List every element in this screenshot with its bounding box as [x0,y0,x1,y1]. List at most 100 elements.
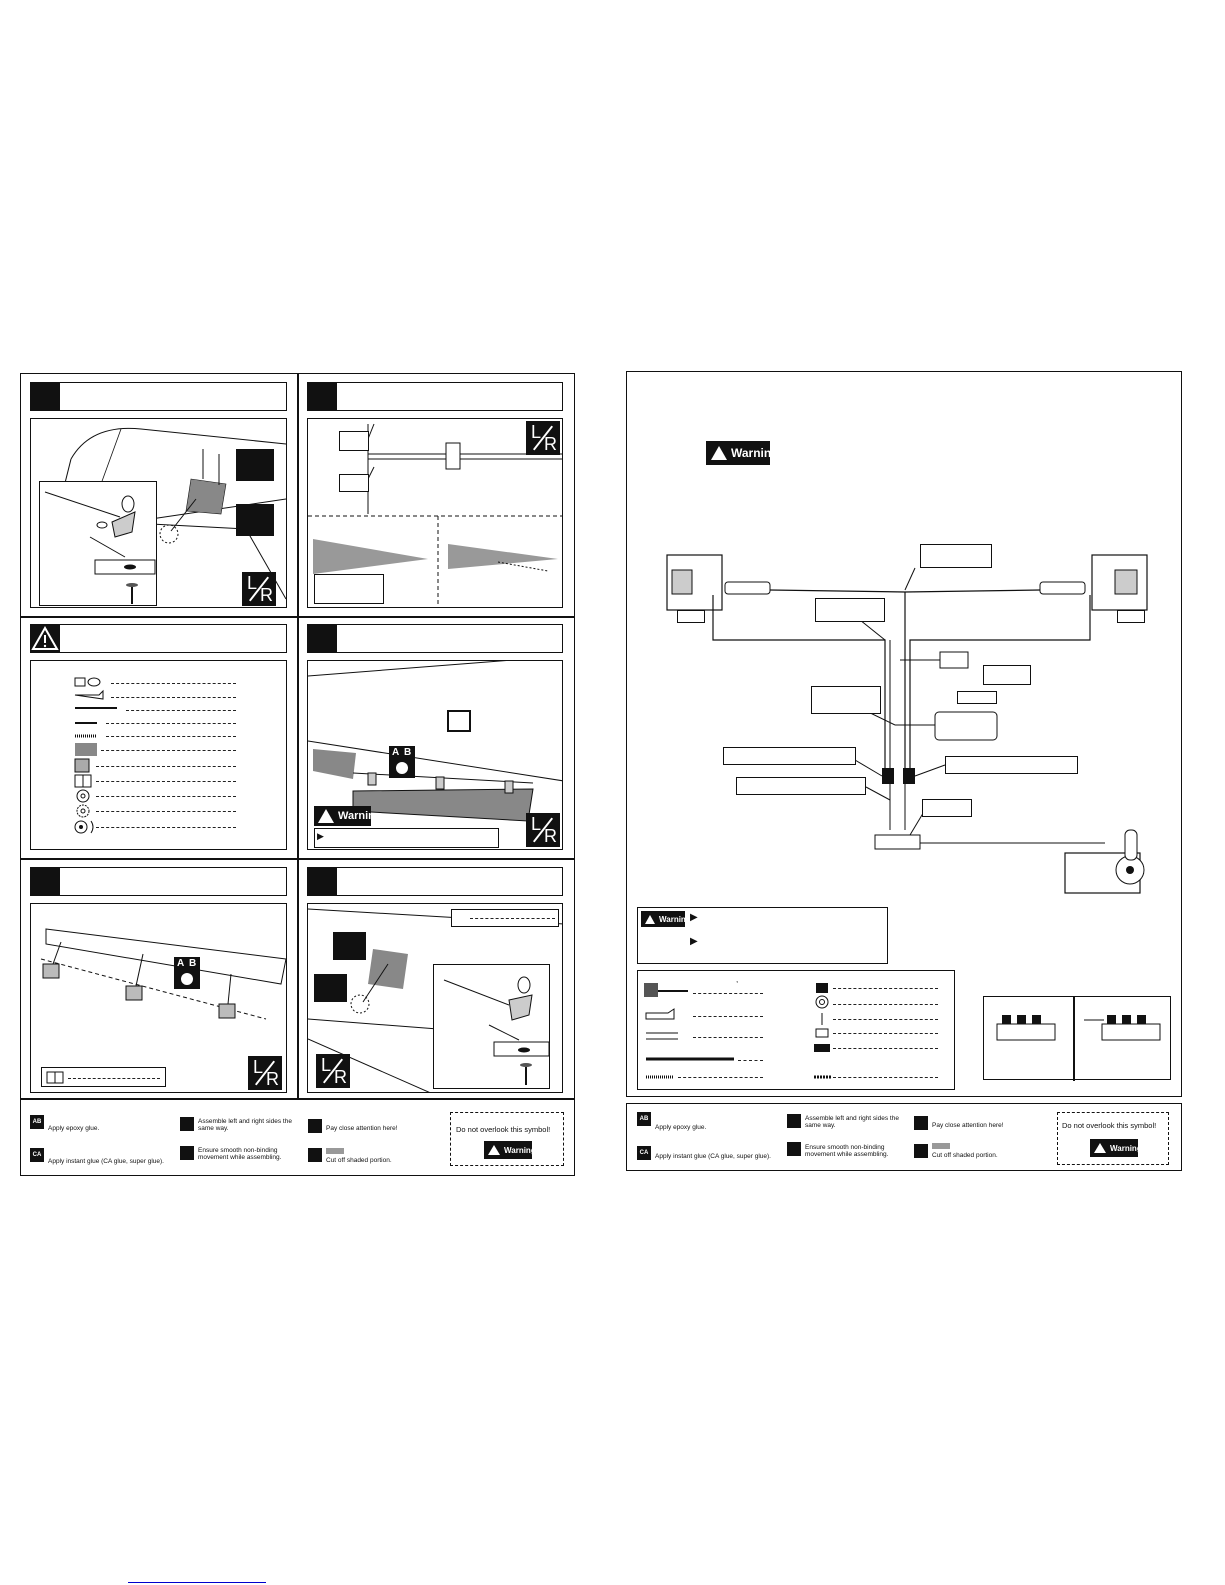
warning-triangle-icon [318,809,334,823]
callout-box [736,777,866,795]
lr-l: L [531,814,542,834]
label-box [314,574,384,604]
callout-box [815,598,885,622]
part-line [738,1060,763,1061]
part-line [833,1077,938,1078]
ca-icon: CA [30,1148,44,1162]
parts-icons [644,983,832,1079]
part-line [833,1019,938,1020]
step-header-1 [30,382,287,411]
note-arrow: ▶ [690,912,698,923]
lr-r: R [544,826,557,846]
attention-icon [236,449,274,481]
part-line-horn [111,697,236,698]
lr-r: R [260,585,273,605]
step-number-box [307,867,337,896]
do-not-overlook-box: Do not overlook this symbol! Warning! [450,1112,564,1166]
shaded-swatch [932,1143,950,1149]
part-line-washer [96,796,236,797]
parts-list-panel [30,660,287,850]
warning-note-box: ▶ [314,828,499,848]
part-line [693,993,763,994]
lr-r: R [334,1067,347,1087]
control-horn-detail [44,491,156,604]
step-illustration-6: L R [307,903,563,1093]
detail-inset [433,964,550,1089]
assemble-lr-icon: L R [526,813,560,847]
part-line-bolt [106,736,236,737]
warning-triangle-box [30,624,60,653]
right-legend: AB Apply epoxy glue. CA Apply instant gl… [626,1103,1182,1171]
part-line [678,1077,763,1078]
smooth-movement-icon [787,1142,801,1156]
part-line-block [96,781,236,782]
warning-badge-text: Warning! [1110,1143,1145,1153]
hinge-part-line [68,1078,160,1079]
epoxy-icon: AB [30,1115,44,1129]
screw-part-line [470,918,555,919]
epoxy-icon-label: AB [639,1116,649,1122]
ab-b: B [404,747,412,758]
callout-box [677,610,705,623]
warning-triangle-icon [1094,1143,1106,1153]
divider [1073,997,1075,1081]
part-line-eyelet [96,827,236,828]
callout-box [983,665,1031,685]
receiver-detail-box [983,996,1171,1081]
ab-a: A [392,747,400,758]
legend-attention: Pay close attention here! [326,1125,398,1132]
callout-box [920,544,992,568]
step-illustration-1: L R [30,418,287,608]
part-line [833,988,938,989]
link-underline [128,1582,266,1583]
part-line-rod [126,710,236,711]
parts-list-panel: , [637,970,955,1090]
part-line [693,1037,763,1038]
warning-triangle-icon [711,446,727,460]
lr-l: L [253,1057,264,1077]
wing-servo-illustration [60,427,286,600]
part-line [693,1016,763,1017]
left-grid-row3 [20,1098,575,1100]
warning-badge-text: Warning! [504,1145,539,1155]
part-line [833,1048,938,1049]
warning-badge-text: Warning! [731,446,783,460]
part-line-screw [106,723,236,724]
part-line [833,1033,938,1034]
step-header-5 [30,867,287,896]
hinge-cutting-illustration [308,423,562,607]
left-grid-row2 [20,858,575,860]
callout-box [945,756,1078,774]
lr-r: R [544,434,557,454]
detail-inset [39,481,157,606]
warning-triangle-icon [488,1145,500,1155]
part-line-hinge [96,766,236,767]
cutoff-icon [914,1144,928,1158]
note-arrow: ▶ [317,831,324,841]
epoxy-icon: AB [637,1112,651,1126]
attention-icon [333,932,366,960]
right-page-frame [626,371,1182,1097]
assemble-lr-icon: L R [242,572,276,606]
step-illustration-2: L R [307,418,563,608]
legend-instant: Apply instant glue (CA glue, super glue)… [48,1158,164,1165]
legend-smooth: Ensure smooth non-binding movement while… [805,1144,889,1158]
step-illustration-4: A B Warnin ▶ L R [307,660,563,850]
screw-part-box [451,909,559,927]
callout-box [922,799,972,817]
assemble-lr-icon [180,1117,194,1131]
shaded-swatch [326,1148,344,1154]
assemble-lr-icon: L R [248,1056,282,1090]
part-line-plate [101,750,236,751]
step-illustration-5: A B L R [30,903,287,1093]
ca-icon-label: CA [639,1150,649,1156]
assemble-lr-icon [787,1114,801,1128]
overlook-text: Do not overlook this symbol! [456,1125,551,1134]
legend-cutoff: Cut off shaded portion. [326,1157,392,1164]
control-horn-detail [443,976,549,1085]
legend-cutoff: Cut off shaded portion. [932,1152,998,1159]
warning-badge-text: Warnin [338,810,375,822]
epoxy-ab-icon: A B [389,746,415,778]
legend-epoxy: Apply epoxy glue. [655,1124,707,1131]
epoxy-ab-icon: A B [174,957,200,989]
